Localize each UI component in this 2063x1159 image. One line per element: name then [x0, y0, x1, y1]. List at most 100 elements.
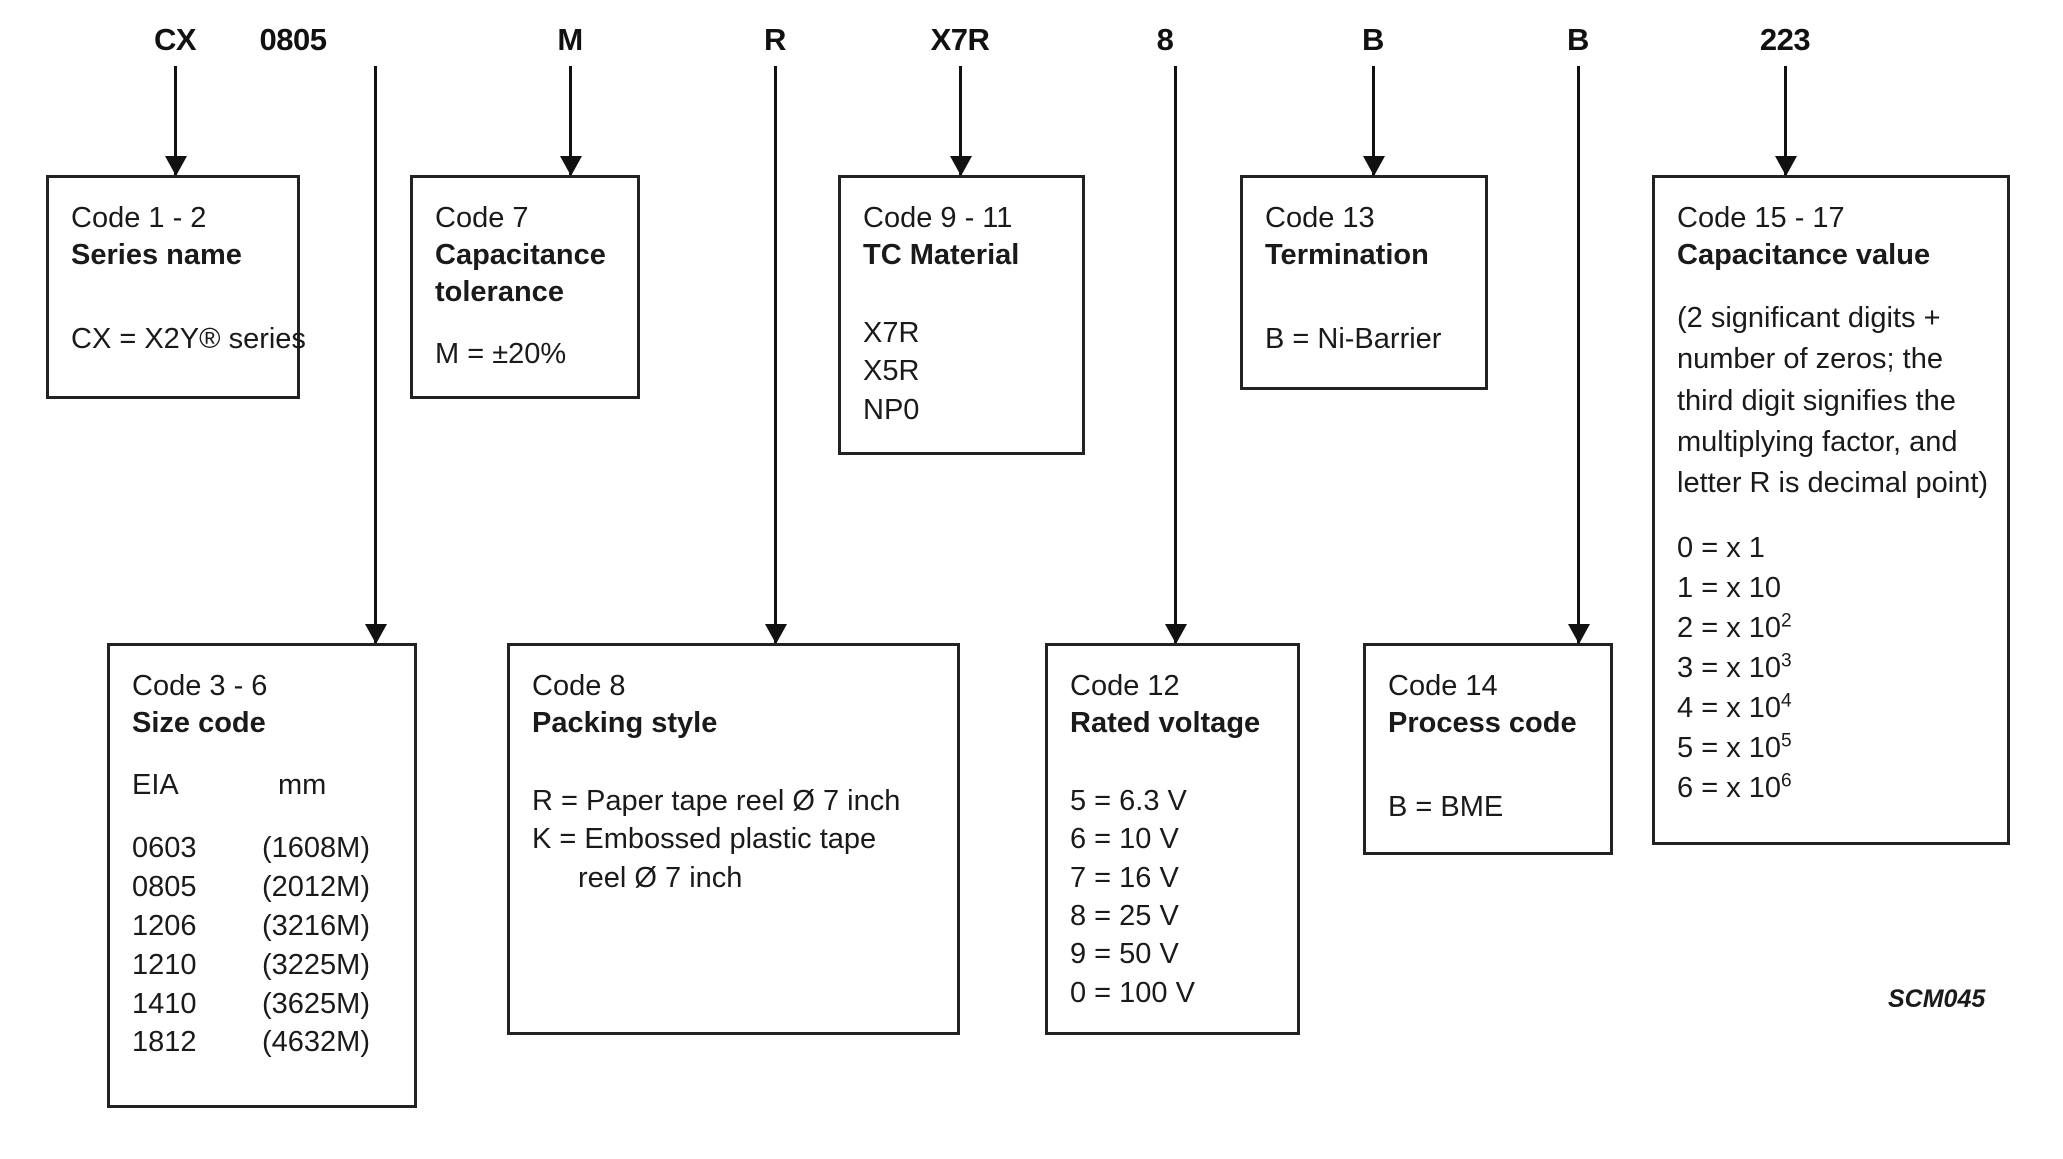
size-code-mm: (2012M): [262, 870, 370, 903]
tc-material-option-x7r: X7R: [863, 317, 920, 350]
arrow-m-to-capacitance-tolerance: [559, 66, 582, 176]
arrowhead-icon: [559, 156, 582, 176]
multiplier-row: 6 = x 106: [1677, 768, 1989, 808]
multiplier-base: = x 10: [1701, 732, 1782, 765]
multiplier-base: = x 10: [1701, 572, 1782, 605]
termination-value: B = Ni-Barrier: [1265, 323, 1442, 356]
multiplier-row: 4 = x 104: [1677, 688, 1989, 728]
size-code-title: Size code: [132, 707, 266, 740]
multiplier-row: 2 = x 102: [1677, 608, 1989, 648]
multiplier-base: = x 1: [1701, 532, 1765, 565]
size-code-mm: (3225M): [262, 948, 370, 981]
size-code-mm: (3625M): [262, 987, 370, 1020]
part-number-segment-r: R: [764, 22, 786, 57]
multiplier-base: = x 10: [1701, 772, 1782, 805]
figure-id-label: SCM045: [1888, 985, 1986, 1013]
arrow-cx-to-series-name: [164, 66, 187, 176]
series-name-title: Series name: [71, 239, 242, 272]
tc-material-title: TC Material: [863, 239, 1020, 272]
multiplier-exponent: 4: [1781, 690, 1792, 712]
size-code-eia: 0805: [132, 870, 197, 903]
part-number-segment-x7r: X7R: [930, 22, 990, 57]
size-code-mm: (4632M): [262, 1026, 370, 1059]
tc-material-option-np0: NP0: [863, 393, 920, 426]
arrow-8-to-rated-voltage: [1164, 66, 1187, 644]
box-process-code: Code 14 Process code B = BME: [1363, 643, 1613, 855]
multiplier-digit: 0: [1677, 532, 1694, 565]
multiplier-row: 5 = x 105: [1677, 728, 1989, 768]
table-row: 1812(4632M): [132, 1023, 414, 1062]
arrow-223-to-capacitance-value: [1774, 66, 1797, 176]
multiplier-digit: 1: [1677, 572, 1694, 605]
arrow-r-to-packing-style: [764, 66, 787, 644]
arrow-x7r-to-tc-material: [949, 66, 972, 176]
multiplier-row: 3 = x 103: [1677, 648, 1989, 688]
rated-voltage-option-9: 9 = 50 V: [1070, 938, 1179, 971]
part-number-segment-b-termination: B: [1362, 22, 1384, 57]
part-number-segment-8: 8: [1156, 22, 1174, 57]
size-code-header-mm: mm: [278, 769, 327, 802]
arrowhead-icon: [1567, 624, 1590, 644]
tc-material-option-x5r: X5R: [863, 355, 920, 388]
rated-voltage-option-6: 6 = 10 V: [1070, 823, 1179, 856]
capacitance-tolerance-title-line1: Capacitance: [435, 239, 606, 272]
multiplier-exponent: 3: [1781, 650, 1792, 672]
rated-voltage-option-5: 5 = 6.3 V: [1070, 785, 1187, 818]
part-number-segment-b-process: B: [1567, 22, 1589, 57]
capacitance-tolerance-code: Code 7: [435, 202, 529, 234]
part-number-segment-223: 223: [1759, 22, 1811, 57]
packing-style-option-r: R = Paper tape reel Ø 7 inch: [532, 785, 901, 818]
rated-voltage-title: Rated voltage: [1070, 707, 1261, 740]
arrow-0805-to-size-code: [364, 66, 387, 644]
size-code-mm: (1608M): [262, 832, 370, 865]
arrowhead-icon: [1164, 624, 1187, 644]
box-series-name: Code 1 - 2 Series name CX = X2Y® series: [46, 175, 306, 399]
process-code-code: Code 14: [1388, 670, 1498, 702]
capacitance-tolerance-value: M = ±20%: [435, 338, 567, 371]
part-number-segment-0805: 0805: [259, 22, 327, 57]
size-code-eia: 1210: [132, 948, 197, 981]
series-name-code: Code 1 - 2: [71, 202, 207, 234]
packing-style-code: Code 8: [532, 670, 626, 702]
rated-voltage-option-7: 7 = 16 V: [1070, 861, 1179, 894]
tc-material-code: Code 9 - 11: [863, 202, 1013, 234]
packing-style-option-k: K = Embossed plastic tape: [532, 823, 877, 856]
rated-voltage-option-0: 0 = 100 V: [1070, 976, 1195, 1009]
series-name-value: CX = X2Y® series: [71, 323, 306, 356]
process-code-value: B = BME: [1388, 791, 1504, 824]
packing-style-title: Packing style: [532, 707, 718, 740]
size-code-eia: 0603: [132, 832, 197, 865]
table-row: 1206 (3216M): [132, 907, 414, 946]
capacitance-value-title: Capacitance value: [1677, 239, 1931, 272]
multiplier-base: = x 10: [1701, 652, 1782, 685]
multiplier-digit: 3: [1677, 652, 1694, 685]
arrowhead-icon: [1774, 156, 1797, 176]
size-code-mm: (3216M): [262, 909, 370, 942]
multiplier-digit: 6: [1677, 772, 1694, 805]
multiplier-exponent: 6: [1781, 770, 1792, 792]
multiplier-exponent: 2: [1781, 610, 1792, 632]
capacitance-tolerance-title-line2: tolerance: [435, 276, 564, 309]
capacitance-value-description: (2 significant digits + number of zeros;…: [1677, 302, 1989, 499]
rated-voltage-code: Code 12: [1070, 670, 1180, 702]
multiplier-row: 1 = x 10: [1677, 568, 1989, 608]
arrowhead-icon: [764, 624, 787, 644]
table-row: 0603 (1608M): [132, 829, 414, 868]
arrowhead-icon: [364, 624, 387, 644]
capacitance-value-code: Code 15 - 17: [1677, 202, 1845, 234]
box-termination: Code 13 Termination B = Ni-Barrier: [1240, 175, 1488, 390]
arrowhead-icon: [1362, 156, 1385, 176]
box-capacitance-tolerance: Code 7 Capacitance tolerance M = ±20%: [410, 175, 640, 399]
size-code-eia: 1206: [132, 909, 197, 942]
table-row: 1410 (3625M): [132, 985, 414, 1024]
size-code-table-body: 0603 (1608M) 0805 (2012M) 1206 (3216M) 1210…: [132, 829, 414, 1062]
size-code-code: Code 3 - 6: [132, 670, 268, 702]
box-tc-material: Code 9 - 11 TC Material X7R X5R NP0: [838, 175, 1085, 455]
part-number-segment-m: M: [557, 22, 583, 57]
box-rated-voltage: Code 12 Rated voltage 5 = 6.3 V 6 = 10 V…: [1045, 643, 1300, 1035]
size-code-eia: 1410: [132, 987, 197, 1020]
rated-voltage-option-8: 8 = 25 V: [1070, 900, 1179, 933]
